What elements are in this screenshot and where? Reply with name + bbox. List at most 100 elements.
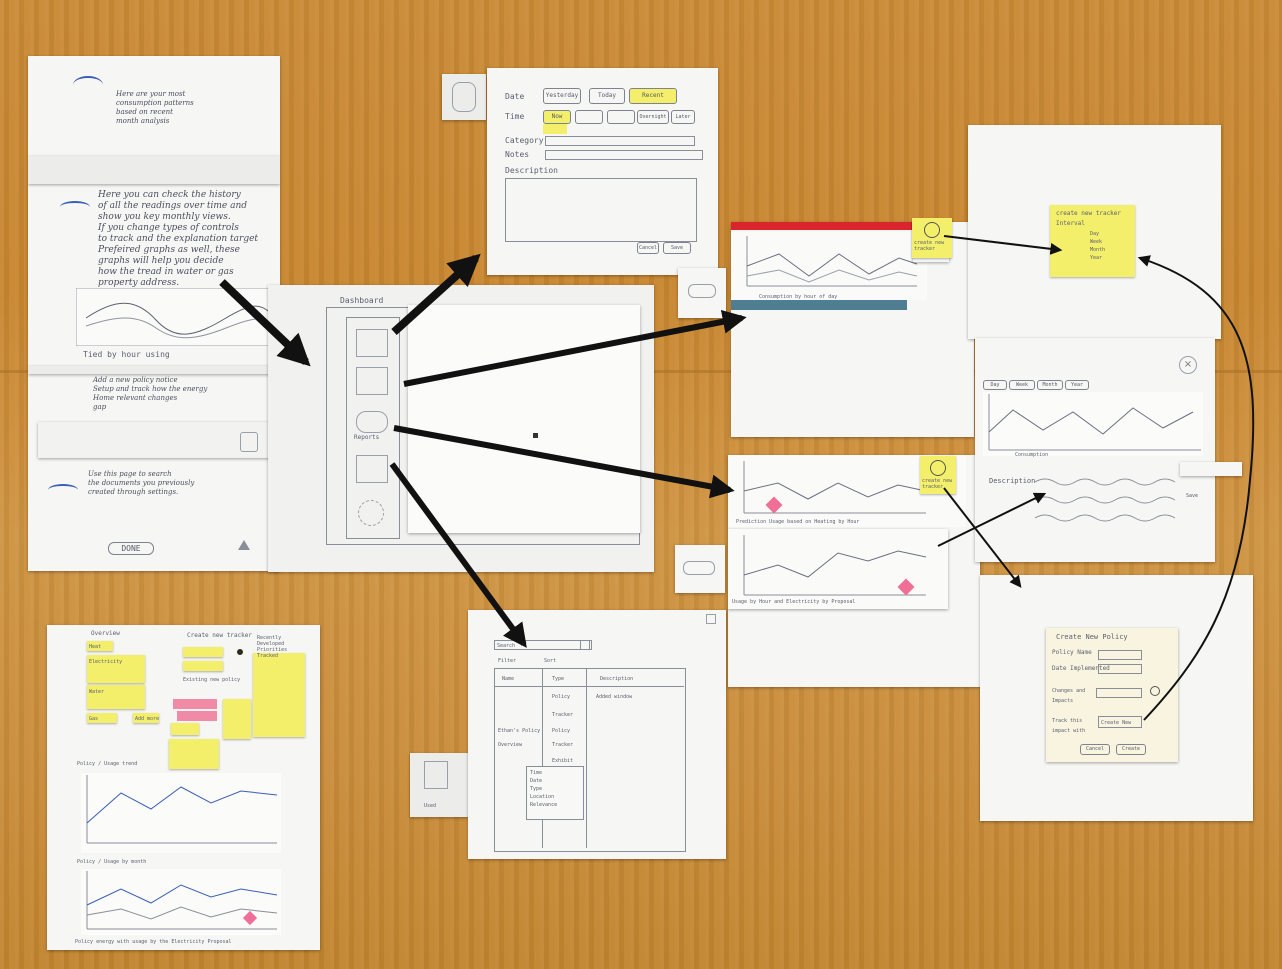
save-button[interactable]: Save: [663, 242, 691, 254]
chart-top: [746, 236, 918, 287]
time-option-4[interactable]: Overnight: [637, 110, 669, 124]
arrow-onboarding-to-center: [219, 279, 311, 367]
tab-year[interactable]: Year: [1065, 380, 1089, 390]
time-option-5[interactable]: Later: [671, 110, 695, 124]
home-icon[interactable]: [356, 329, 388, 357]
time-option-1[interactable]: Now: [543, 110, 571, 124]
row-1-type: Policy: [552, 694, 571, 700]
overview-chart-2: [81, 869, 281, 935]
policy-sticky-3[interactable]: [171, 723, 199, 735]
tracker-option-day[interactable]: Day: [1090, 231, 1100, 237]
arrow-chart-top-to-tracker: [943, 235, 1063, 255]
tracker-sticky: create new tracker Interval Day Week Mon…: [1050, 205, 1135, 277]
tracker-sticky-water[interactable]: [87, 685, 145, 709]
tracker-sticky-water-label: Water: [89, 689, 105, 695]
pink-sticky-2[interactable]: [177, 711, 217, 721]
policy-date-field[interactable]: [1098, 664, 1142, 674]
row-3-name: Ethan's Policy: [498, 728, 541, 734]
hand-icon: [452, 82, 476, 112]
tracker-sticky-gas[interactable]: [87, 713, 117, 723]
tracker-sticky-heat-label: Heat: [89, 644, 102, 650]
plus-circle-icon: [924, 222, 940, 238]
filter-label-2[interactable]: Sort: [544, 658, 557, 664]
notes-field[interactable]: [545, 150, 703, 160]
column-header-description[interactable]: Description: [600, 676, 634, 682]
column-header-type[interactable]: Type: [552, 676, 565, 682]
onboarding-text-1: Here are your most consumption patterns …: [116, 90, 194, 125]
arrow-center-to-chart-top: [403, 309, 747, 387]
policy-sticky-5[interactable]: [223, 699, 251, 739]
chart-icon[interactable]: [356, 367, 388, 395]
create-tracker-sticky-top[interactable]: create new tracker: [912, 218, 952, 258]
category-field[interactable]: [545, 136, 695, 146]
policy-cancel-button[interactable]: Cancel: [1080, 744, 1110, 755]
dropdown-option-5[interactable]: Relevance: [530, 802, 558, 808]
document-icon: [424, 761, 448, 789]
policy-name-field[interactable]: [1098, 650, 1142, 660]
side-note: Recently Developed Priorities Tracked: [257, 635, 288, 659]
tracker-sticky-electricity[interactable]: [87, 655, 145, 683]
detail-save-button[interactable]: Save: [1185, 493, 1199, 499]
date-option-2[interactable]: Today: [589, 88, 625, 104]
cancel-button[interactable]: Cancel: [637, 242, 659, 254]
policy-sticky-2[interactable]: [183, 661, 223, 671]
dropdown-option-4[interactable]: Location: [530, 794, 555, 800]
dropdown-option-2[interactable]: Date: [530, 778, 543, 784]
done-button[interactable]: DONE: [108, 542, 154, 555]
status-dot: [237, 649, 243, 655]
center-sheet: Dashboard Reports: [268, 285, 654, 572]
policy-sticky-4[interactable]: [169, 739, 219, 769]
date-label: Date: [505, 92, 525, 101]
link-icon: [683, 561, 715, 575]
tracker-sticky-add[interactable]: [133, 713, 159, 723]
gear-icon[interactable]: [358, 500, 384, 526]
policy-sticky-6[interactable]: [253, 653, 305, 737]
tab-day[interactable]: Day: [983, 380, 1007, 390]
tracker-option-year[interactable]: Year: [1090, 255, 1103, 261]
tracker-option-month[interactable]: Month: [1090, 247, 1106, 253]
center-header: Dashboard: [340, 296, 384, 305]
tab-month[interactable]: Month: [1037, 380, 1063, 390]
create-tracker-sticky-mid[interactable]: create new tracker: [920, 456, 956, 494]
onboarding-text-3: Add a new policy notice Setup and track …: [93, 376, 208, 411]
onboarding-text-2: Here you can check the history of all th…: [98, 190, 259, 288]
row-5-type: Exhibit: [552, 758, 574, 764]
time-option-2[interactable]: [575, 110, 603, 124]
sort-dropdown[interactable]: [526, 766, 584, 820]
document-icon[interactable]: [356, 455, 388, 483]
table-row[interactable]: [494, 686, 684, 687]
chart-mid-1-caption: Prediction Usage based on Heating by Hou…: [736, 519, 860, 525]
search-icon[interactable]: [580, 640, 592, 650]
date-option-1[interactable]: Yesterday: [543, 88, 581, 104]
link-icon[interactable]: [356, 411, 388, 433]
list-sheet: Search Filter Sort Name Type Description…: [468, 610, 726, 859]
time-slider-sticky[interactable]: [543, 124, 567, 134]
policy-change-field[interactable]: [1096, 688, 1142, 698]
policy-create-button[interactable]: Create: [1116, 744, 1146, 755]
row-4-name: Overview: [498, 742, 523, 748]
add-circle-icon[interactable]: [1150, 686, 1160, 696]
filter-label-1[interactable]: Filter: [498, 658, 517, 664]
policy-sticky-1[interactable]: [183, 647, 223, 657]
overview-subtitle: Create new tracker: [187, 632, 253, 639]
results-table: [494, 668, 686, 852]
close-icon[interactable]: [706, 614, 716, 624]
detail-tab-strip: [1180, 462, 1242, 476]
scroll-arrows-icon[interactable]: [240, 432, 258, 452]
dropdown-option-3[interactable]: Type: [530, 786, 543, 792]
link-icon: [688, 284, 716, 298]
close-icon[interactable]: ×: [1179, 356, 1197, 374]
policy-tracker-field[interactable]: Create New: [1098, 716, 1142, 728]
column-header-name[interactable]: Name: [502, 676, 515, 682]
pink-sticky-1[interactable]: [173, 699, 217, 709]
tracker-option-week[interactable]: Week: [1090, 239, 1103, 245]
tab-week[interactable]: Week: [1009, 380, 1035, 390]
tracker-sticky-heat[interactable]: [87, 641, 113, 651]
onboarding-strip-2: [28, 366, 280, 374]
date-option-3[interactable]: Recent: [629, 88, 677, 104]
description-field[interactable]: [505, 178, 697, 242]
chart2-footer: Policy energy with usage by the Electric…: [75, 939, 232, 945]
time-option-3[interactable]: [607, 110, 635, 124]
dropdown-option-1[interactable]: Time: [530, 770, 543, 776]
